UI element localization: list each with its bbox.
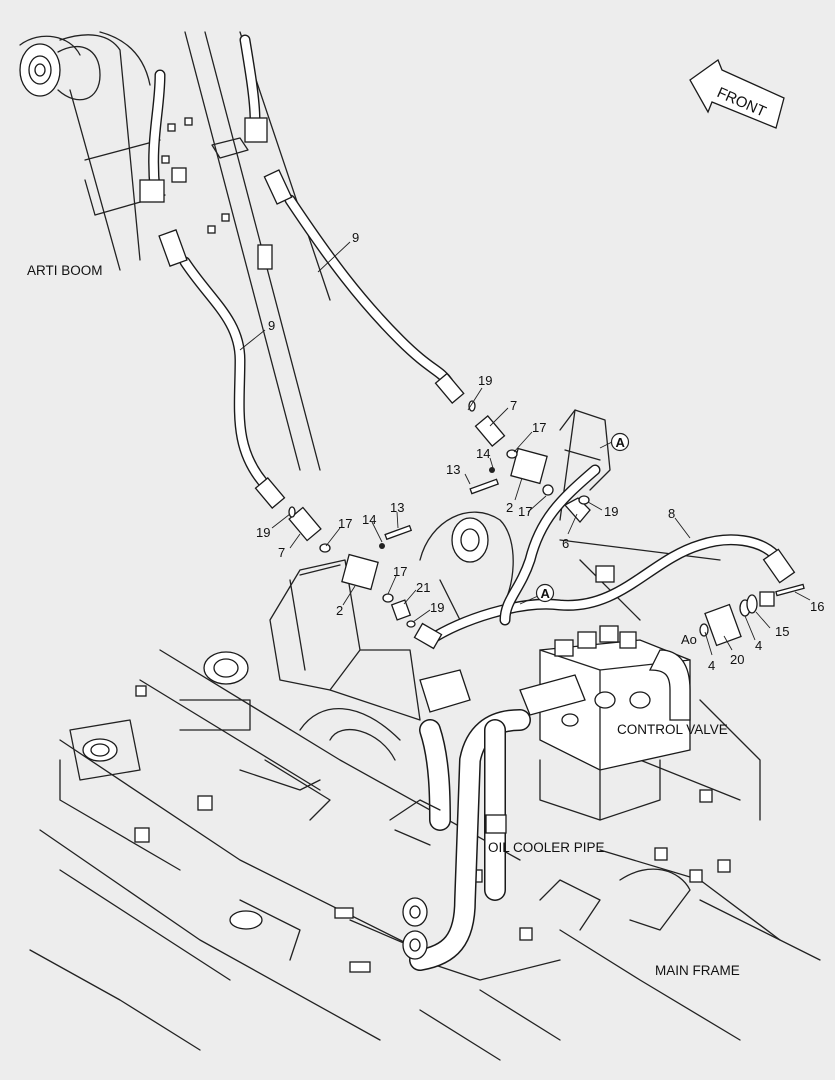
hose-9-left	[139, 69, 286, 510]
callout-19-upper: 19	[478, 373, 492, 388]
main-frame-label: MAIN FRAME	[655, 963, 740, 978]
callout-13-upper: 13	[446, 462, 460, 477]
hose-9-right	[239, 34, 465, 405]
control-valve-label: CONTROL VALVE	[617, 722, 728, 737]
callout-17-upper: 17	[532, 420, 546, 435]
control-valve-assembly	[419, 625, 691, 821]
callout-4-left: 4	[708, 658, 715, 673]
arti-boom-label: ARTI BOOM	[27, 263, 103, 278]
callout-ao: Ao	[681, 632, 697, 647]
reference-a-upper-text: A	[616, 435, 626, 450]
leader-lines	[239, 241, 811, 656]
callout-2-lower: 2	[336, 603, 343, 618]
callout-14-lower: 14	[362, 512, 376, 527]
callout-14-upper: 14	[476, 446, 490, 461]
callout-16: 16	[810, 599, 824, 614]
callout-8: 8	[668, 506, 675, 521]
callout-13-lower: 13	[390, 500, 404, 515]
callout-15: 15	[775, 624, 789, 639]
callout-20: 20	[730, 652, 744, 667]
callout-9-right: 9	[352, 230, 359, 245]
callout-19-lower-b: 19	[430, 600, 444, 615]
oil-cooler-pipe-label: OIL COOLER PIPE	[488, 840, 605, 855]
callout-19-lower: 19	[256, 525, 270, 540]
callout-17-lower: 17	[338, 516, 352, 531]
fitting-group-lower	[288, 506, 416, 628]
callout-2-upper: 2	[506, 500, 513, 515]
boom-structure	[19, 31, 331, 471]
callout-21: 21	[416, 580, 430, 595]
oil-cooler-pipe	[389, 709, 531, 971]
reference-marker-a-lower: A	[535, 583, 555, 603]
callout-7-lower: 7	[278, 545, 285, 560]
callout-7-upper: 7	[510, 398, 517, 413]
callout-17-lower-b: 17	[393, 564, 407, 579]
fitting-group-upper	[468, 400, 591, 523]
front-arrow-icon: FRONT	[689, 58, 785, 129]
callout-9-left: 9	[268, 318, 275, 333]
hose-8	[413, 464, 796, 650]
reference-a-lower-text: A	[541, 586, 551, 601]
callout-19-right: 19	[604, 504, 618, 519]
callout-17-upper-b: 17	[518, 504, 532, 519]
fitting-group-right	[699, 583, 805, 647]
callout-4-right: 4	[755, 638, 762, 653]
callout-numbers: 9 9 19 7 17 14 13 2 17 19 6 8 16 15 4 20…	[256, 230, 824, 673]
reference-marker-a-upper: A	[610, 432, 630, 452]
callout-6: 6	[562, 536, 569, 551]
